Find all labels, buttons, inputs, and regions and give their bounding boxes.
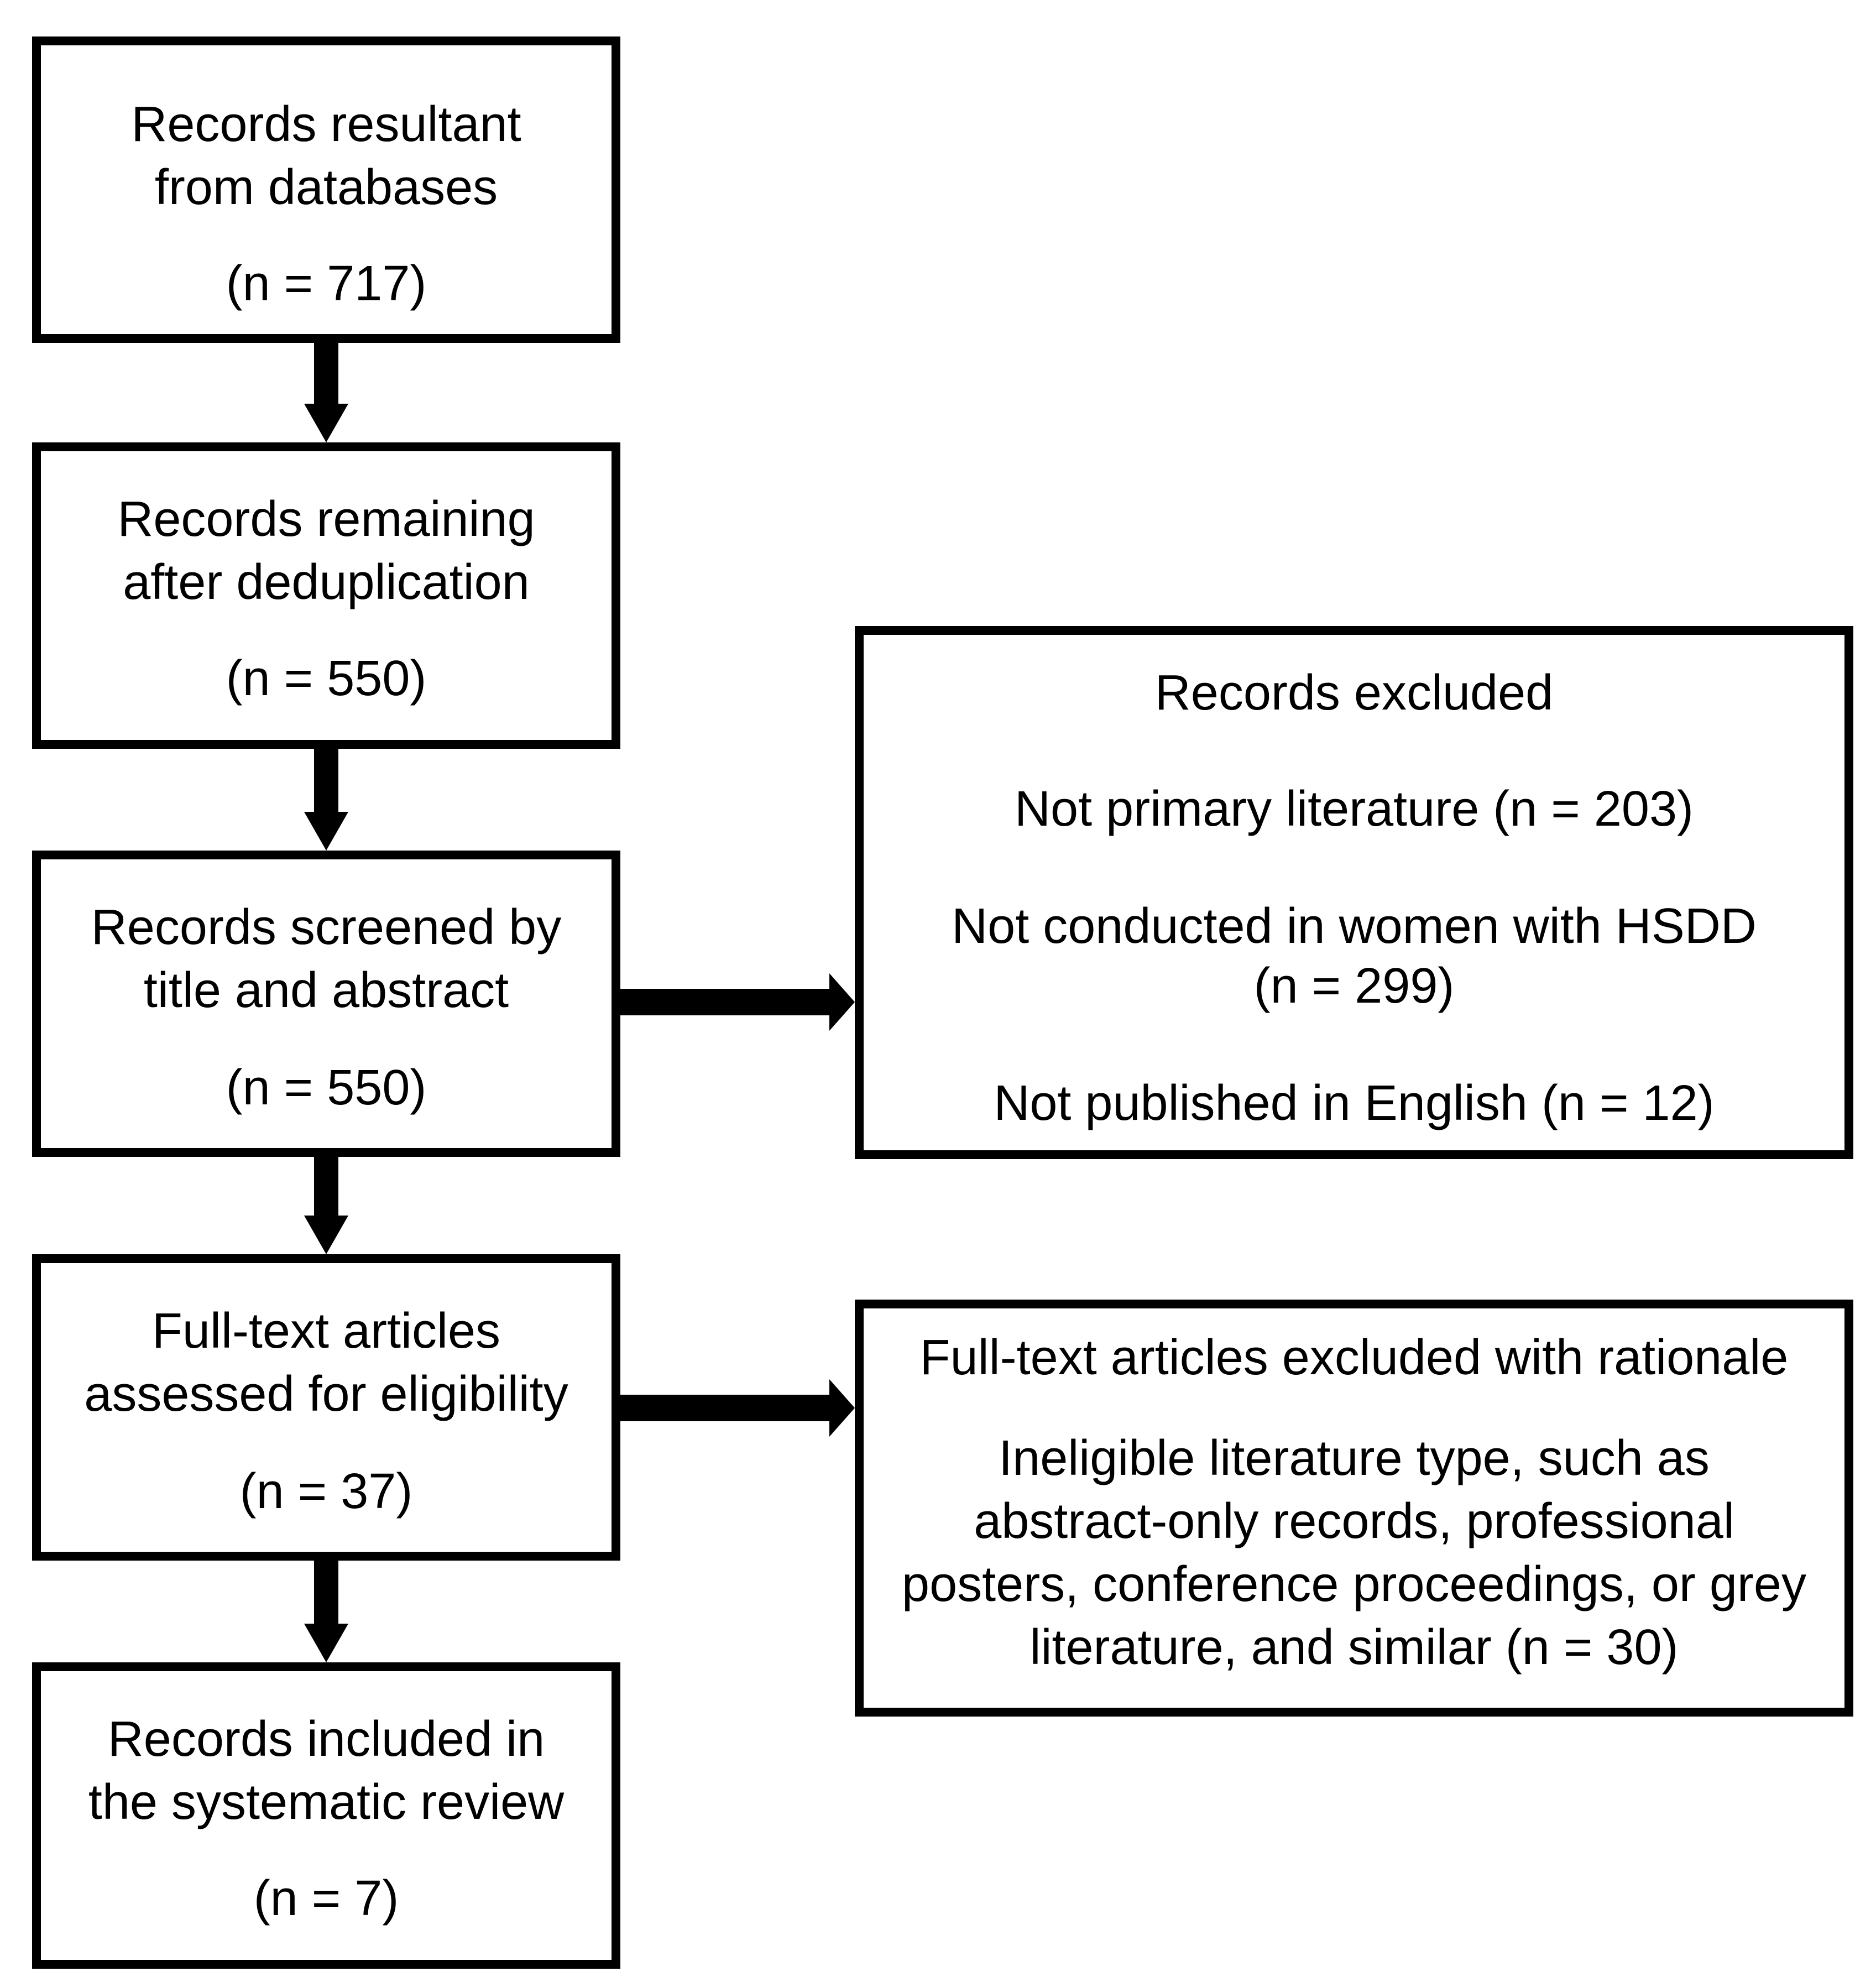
box-records-screened: Records screened by title and abstract (…	[32, 851, 620, 1157]
fulltext-excluded-rationale-line4: literature, and similar (n = 30)	[1030, 1620, 1679, 1675]
box-label-line1: Records screened by	[91, 900, 562, 955]
arrow-down-4	[304, 1561, 348, 1662]
box-label-line2: title and abstract	[143, 963, 509, 1018]
box-fulltext-excluded: Full-text articles excluded with rationa…	[855, 1300, 1853, 1717]
box-label-line2: the systematic review	[88, 1775, 565, 1830]
arrow-right-2	[620, 1379, 855, 1437]
box-records-included: Records included in the systematic revie…	[32, 1662, 620, 1969]
box-label-line2: after deduplication	[123, 555, 530, 610]
box-label-line1: Records remaining	[117, 492, 535, 547]
fulltext-excluded-rationale-line1: Ineligible literature type, such as	[999, 1431, 1710, 1486]
arrow-right-1	[620, 973, 855, 1031]
box-count: (n = 7)	[253, 1871, 399, 1926]
box-records-after-deduplication: Records remaining after deduplication (n…	[32, 442, 620, 749]
excluded-reason-not-english: Not published in English (n = 12)	[994, 1076, 1715, 1131]
fulltext-excluded-rationale-line2: abstract-only records, professional	[974, 1494, 1734, 1549]
excluded-reason-not-hsdd: Not conducted in women with HSDD	[952, 899, 1757, 954]
box-records-excluded: Records excluded Not primary literature …	[855, 626, 1853, 1159]
box-label-line1: Records included in	[107, 1712, 545, 1767]
arrow-down-3	[304, 1157, 348, 1254]
box-records-from-databases: Records resultant from databases (n = 71…	[32, 36, 620, 343]
excluded-title: Records excluded	[1154, 665, 1554, 721]
box-label-line2: from databases	[154, 160, 498, 215]
box-label-line1: Full-text articles	[151, 1303, 501, 1359]
box-fulltext-assessed: Full-text articles assessed for eligibil…	[32, 1254, 620, 1561]
arrow-down-1	[304, 343, 348, 442]
excluded-reason-not-primary: Not primary literature (n = 203)	[1015, 781, 1694, 837]
fulltext-excluded-rationale-line3: posters, conference proceedings, or grey	[902, 1557, 1806, 1612]
fulltext-excluded-title: Full-text articles excluded with rationa…	[919, 1330, 1789, 1385]
box-label-line1: Records resultant	[131, 97, 521, 152]
box-count: (n = 37)	[239, 1464, 413, 1519]
excluded-reason-not-hsdd-count: (n = 299)	[1253, 958, 1455, 1014]
box-label-line2: assessed for eligibility	[84, 1366, 568, 1422]
box-count: (n = 550)	[226, 1060, 427, 1115]
box-count: (n = 717)	[226, 256, 427, 311]
arrow-down-2	[304, 749, 348, 851]
box-count: (n = 550)	[226, 651, 427, 706]
